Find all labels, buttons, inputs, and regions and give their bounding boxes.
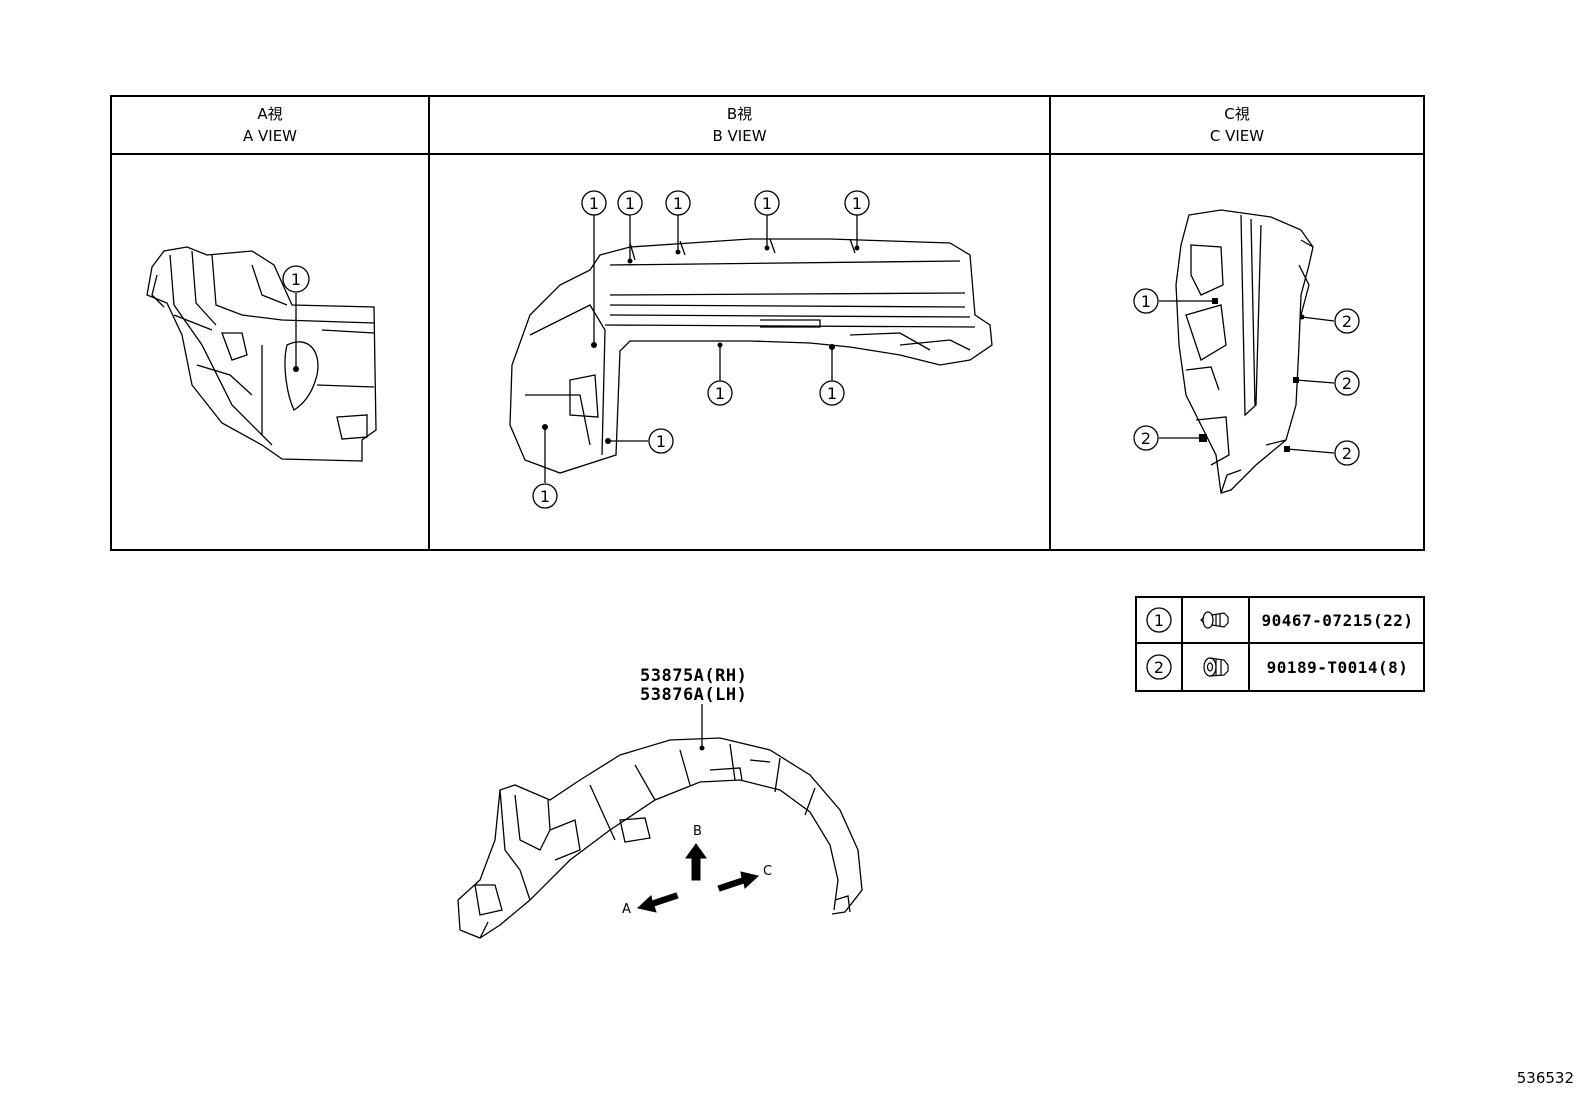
view-c-callout-1: 1 xyxy=(1141,292,1151,311)
view-c-callout-5: 2 xyxy=(1141,429,1151,448)
view-b-callout-circle-8 xyxy=(648,428,674,454)
view-c-liner-drawing: 1 2 2 2 2 xyxy=(1133,209,1360,494)
view-b-callout-2: 1 xyxy=(625,194,635,213)
view-b-drawing: 1 1 1 1 1 1 1 1 1 xyxy=(430,155,1049,549)
parts-row-1-icon-cell xyxy=(1183,598,1250,642)
view-b-callout-circle-4 xyxy=(754,190,780,216)
view-c-callout-circle-5 xyxy=(1133,425,1159,451)
view-c-callout-4: 2 xyxy=(1342,444,1352,463)
view-c-callout-2: 2 xyxy=(1342,312,1352,331)
view-c-drawing: 1 2 2 2 2 xyxy=(1051,155,1423,549)
parts-row-2-ref-text: 2 xyxy=(1154,658,1164,677)
view-c-label-en: C VIEW xyxy=(1209,127,1265,145)
parts-row-1-ref-circle: 1 xyxy=(1146,607,1172,633)
view-b-label-jp: B視 xyxy=(726,105,753,123)
view-a-panel: A視 A VIEW xyxy=(112,97,430,549)
views-table: A視 A VIEW xyxy=(110,95,1425,551)
view-a-callout-1 xyxy=(282,265,310,293)
view-a-liner-drawing: 1 xyxy=(146,246,377,462)
view-b-callout-circle-3 xyxy=(665,190,691,216)
view-b-panel: B視 B VIEW xyxy=(430,97,1051,549)
parts-row-2-part-number: 90189-T0014(8) xyxy=(1266,657,1409,677)
view-c-label-jp: C視 xyxy=(1224,105,1250,123)
parts-row-1: 1 90467-07215(22) xyxy=(1137,598,1423,644)
view-a-label-en: A VIEW xyxy=(242,127,298,145)
view-b-callout-9: 1 xyxy=(540,487,550,506)
view-b-callout-circle-9 xyxy=(532,483,558,509)
view-c-header: C視 C VIEW xyxy=(1051,97,1423,155)
view-b-callout-1: 1 xyxy=(589,194,599,213)
parts-row-2-icon-cell xyxy=(1183,644,1250,690)
view-c-callout-circle-3 xyxy=(1334,370,1360,396)
view-b-callout-3: 1 xyxy=(673,194,683,213)
view-b-callout-circle-7 xyxy=(819,380,845,406)
view-b-callout-7: 1 xyxy=(827,384,837,403)
arrow-c-label: C xyxy=(763,864,773,879)
parts-row-2: 2 90189-T0014(8) xyxy=(1137,644,1423,690)
view-b-label-en: B VIEW xyxy=(712,127,767,145)
view-a-drawing: 1 xyxy=(112,155,428,549)
arrow-b-icon xyxy=(685,843,707,881)
view-b-callout-circle-2 xyxy=(617,190,643,216)
view-a-header: A視 A VIEW xyxy=(112,97,428,155)
view-c-panel: C視 C VIEW xyxy=(1051,97,1423,549)
view-b-callout-5: 1 xyxy=(852,194,862,213)
parts-row-1-ref: 1 xyxy=(1137,598,1183,642)
parts-row-1-ref-text: 1 xyxy=(1154,611,1164,630)
view-b-callout-6: 1 xyxy=(715,384,725,403)
view-b-header: B視 B VIEW xyxy=(430,97,1049,155)
arrow-a-label: A xyxy=(622,902,631,917)
arrow-a-icon xyxy=(636,892,679,913)
view-b-callout-circle-5 xyxy=(844,190,870,216)
view-c-callout-circle-1 xyxy=(1133,288,1159,314)
view-c-callout-3: 2 xyxy=(1342,374,1352,393)
view-c-callout-circle-4 xyxy=(1334,440,1360,466)
diagram-id: 536532 xyxy=(1516,1069,1574,1087)
view-b-callout-4: 1 xyxy=(762,194,772,213)
view-b-callout-circle-1 xyxy=(581,190,607,216)
view-a-label-jp: A視 xyxy=(257,105,283,123)
view-a-callout-1-text: 1 xyxy=(291,270,301,289)
parts-row-2-ref-circle: 2 xyxy=(1146,654,1172,680)
view-b-callout-circle-6 xyxy=(707,380,733,406)
arrow-c-icon xyxy=(717,871,760,892)
parts-legend-table: 1 90467-07215(22) 2 xyxy=(1135,596,1425,692)
clip-icon xyxy=(1199,611,1229,629)
parts-row-1-part-number: 90467-07215(22) xyxy=(1261,610,1414,630)
main-part-label-rh: 53875A(RH) xyxy=(640,666,748,686)
parts-row-2-ref: 2 xyxy=(1137,644,1183,690)
view-b-liner-drawing: 1 1 1 1 1 1 1 1 1 xyxy=(509,190,993,509)
main-part-label-lh: 53876A(LH) xyxy=(640,685,748,705)
arrow-b-label: B xyxy=(693,824,702,839)
view-b-callout-8: 1 xyxy=(656,432,666,451)
fender-liner-main-drawing xyxy=(457,704,863,939)
screw-grommet-icon xyxy=(1202,657,1229,677)
view-c-callout-circle-2 xyxy=(1334,308,1360,334)
